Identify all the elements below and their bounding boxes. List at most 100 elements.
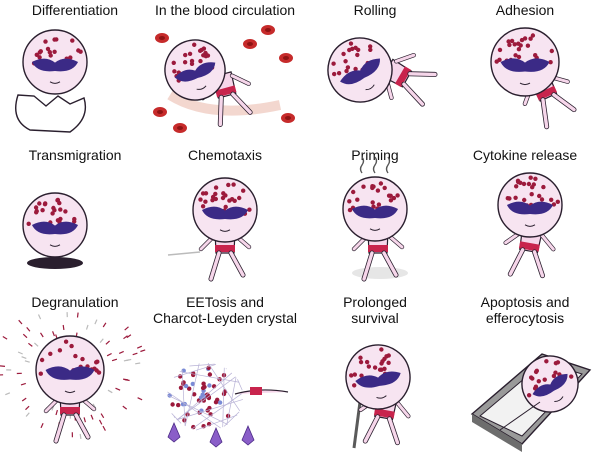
granule xyxy=(182,60,188,65)
granule xyxy=(229,197,235,202)
eosinophil-in-egg-shell-icon xyxy=(15,29,88,133)
panel-label: Degranulation xyxy=(31,294,119,310)
extracellular-trap-net xyxy=(166,362,244,431)
mouth xyxy=(49,244,61,247)
granule xyxy=(351,189,356,195)
granule xyxy=(200,204,206,209)
granule xyxy=(542,377,547,382)
granule xyxy=(37,55,42,60)
mouth xyxy=(365,84,375,91)
granule xyxy=(33,205,39,210)
granule xyxy=(43,39,48,44)
eosinophil-head xyxy=(164,39,226,101)
belt xyxy=(368,245,388,252)
granule xyxy=(205,53,211,58)
mask xyxy=(31,221,79,235)
granule xyxy=(68,55,73,60)
granule xyxy=(371,204,376,209)
granule xyxy=(377,367,383,372)
granule xyxy=(497,57,502,62)
granule xyxy=(343,59,348,64)
granule xyxy=(52,37,57,42)
panel-label: Rolling xyxy=(353,2,397,18)
granule xyxy=(358,359,364,365)
granule xyxy=(351,383,357,388)
granule xyxy=(370,184,375,189)
panel-prolonged-survival: Prolonged survival xyxy=(300,292,450,450)
granule xyxy=(529,192,534,197)
eosinophil-head xyxy=(22,192,88,258)
granule xyxy=(37,201,42,206)
granule xyxy=(331,61,336,66)
granule xyxy=(70,38,75,43)
granule xyxy=(507,42,512,48)
eosinophil-net-and-crystals-icon xyxy=(166,362,289,448)
eosinophil-head xyxy=(497,172,563,238)
eosinophil-head xyxy=(521,355,579,413)
granule xyxy=(551,373,557,379)
granule xyxy=(497,47,503,53)
granule xyxy=(38,371,43,376)
granule xyxy=(355,197,360,202)
granule xyxy=(395,193,400,198)
panel-rolling: Rolling xyxy=(300,0,450,158)
granule xyxy=(198,58,203,64)
belt xyxy=(535,85,558,101)
granule xyxy=(530,33,536,38)
granule xyxy=(352,372,358,377)
granule xyxy=(539,197,545,202)
mouth xyxy=(519,82,531,86)
granule xyxy=(223,204,228,210)
granule xyxy=(541,184,546,190)
granule xyxy=(347,199,352,204)
granule xyxy=(34,52,39,57)
granule xyxy=(63,339,69,344)
panel-chemotaxis: Chemotaxis xyxy=(150,145,300,303)
granule xyxy=(40,208,45,213)
granule xyxy=(52,49,57,54)
granule xyxy=(378,181,384,186)
eosinophil-head xyxy=(345,344,411,410)
granule xyxy=(528,36,533,41)
panel-label: Differentiation xyxy=(31,2,119,18)
granule xyxy=(522,197,527,203)
panel-eetosis: EETosis and Charcot-Leyden crystal xyxy=(150,292,300,450)
granule xyxy=(522,36,528,41)
mouth xyxy=(49,81,61,84)
eosinophil-shouting-icon xyxy=(497,172,563,279)
granule xyxy=(537,193,542,199)
mouth xyxy=(524,224,536,227)
granule xyxy=(341,51,346,57)
mouth xyxy=(376,395,387,399)
granule xyxy=(361,184,366,189)
panel-label: Adhesion xyxy=(495,2,555,18)
belt xyxy=(215,245,235,252)
mouth xyxy=(196,85,207,90)
granule xyxy=(366,364,372,369)
granule xyxy=(358,355,363,360)
granule xyxy=(364,359,370,365)
granule xyxy=(345,65,351,70)
eosinophil-bursting-granules-icon xyxy=(0,312,146,444)
granule xyxy=(26,221,31,226)
panel-transmigration: Transmigration xyxy=(0,145,150,303)
granule xyxy=(386,193,392,198)
panel-label: In the blood circulation xyxy=(154,2,296,18)
granule xyxy=(39,357,45,363)
charcot-leyden-crystal-icon xyxy=(241,424,255,446)
granule xyxy=(526,393,532,398)
granule xyxy=(63,209,68,214)
granule xyxy=(370,200,375,205)
mask xyxy=(45,366,95,380)
granule xyxy=(48,53,53,58)
mouth xyxy=(554,396,564,403)
granule xyxy=(58,207,63,212)
granule xyxy=(372,365,378,370)
granule xyxy=(386,360,391,366)
granule xyxy=(380,359,385,364)
panel-label: Apoptosis and efferocytosis xyxy=(480,294,570,326)
charcot-leyden-crystal-icon xyxy=(209,426,223,448)
granule xyxy=(197,48,203,53)
panel-label: Chemotaxis xyxy=(188,147,262,163)
